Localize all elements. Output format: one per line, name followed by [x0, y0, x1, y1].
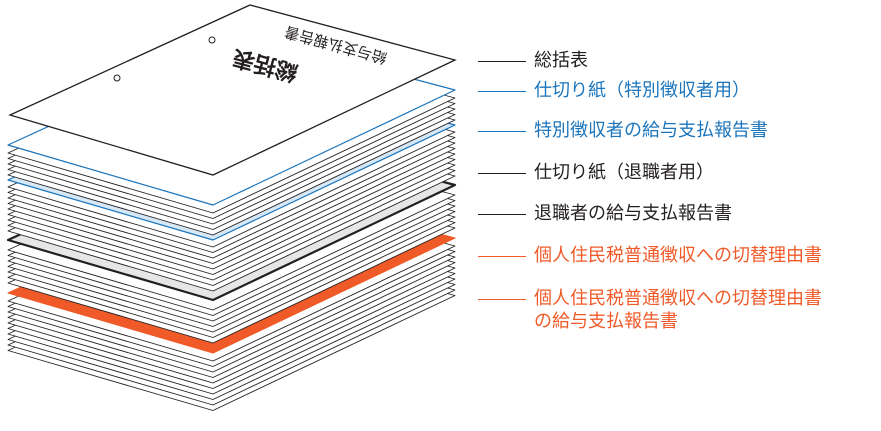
label-text: 個人住民税普通徴収への切替理由書 — [534, 245, 822, 266]
label-text: 総括表 — [534, 50, 588, 71]
binding-hole — [208, 36, 216, 44]
label-summary-sheet: 総括表 — [478, 50, 588, 72]
leader-line — [478, 213, 526, 215]
leader-line — [478, 298, 526, 300]
binding-hole — [113, 74, 121, 82]
label-switch-reports-line2: の給与支払報告書 — [534, 311, 678, 332]
label-switch-reason: 個人住民税普通徴収への切替理由書 — [478, 245, 822, 267]
label-retired-reports: 退職者の給与支払報告書 — [478, 203, 732, 225]
cover-sheet-surface — [8, 4, 457, 176]
leader-line — [478, 172, 526, 174]
label-switch-reports: 個人住民税普通徴収への切替理由書 — [478, 288, 822, 310]
label-text: 仕切り紙（退職者用） — [534, 162, 714, 183]
leader-line — [478, 255, 526, 257]
label-text: 個人住民税普通徴収への切替理由書 — [534, 288, 822, 309]
label-divider-special: 仕切り紙（特別徴収者用） — [478, 80, 750, 102]
leader-line — [478, 90, 526, 92]
label-divider-retired: 仕切り紙（退職者用） — [478, 162, 714, 184]
label-text: 仕切り紙（特別徴収者用） — [534, 80, 750, 101]
label-text: 退職者の給与支払報告書 — [534, 203, 732, 224]
label-text: 特別徴収者の給与支払報告書 — [534, 120, 768, 141]
leader-line — [478, 60, 526, 62]
leader-line — [478, 130, 526, 132]
label-special-reports: 特別徴収者の給与支払報告書 — [478, 120, 768, 142]
